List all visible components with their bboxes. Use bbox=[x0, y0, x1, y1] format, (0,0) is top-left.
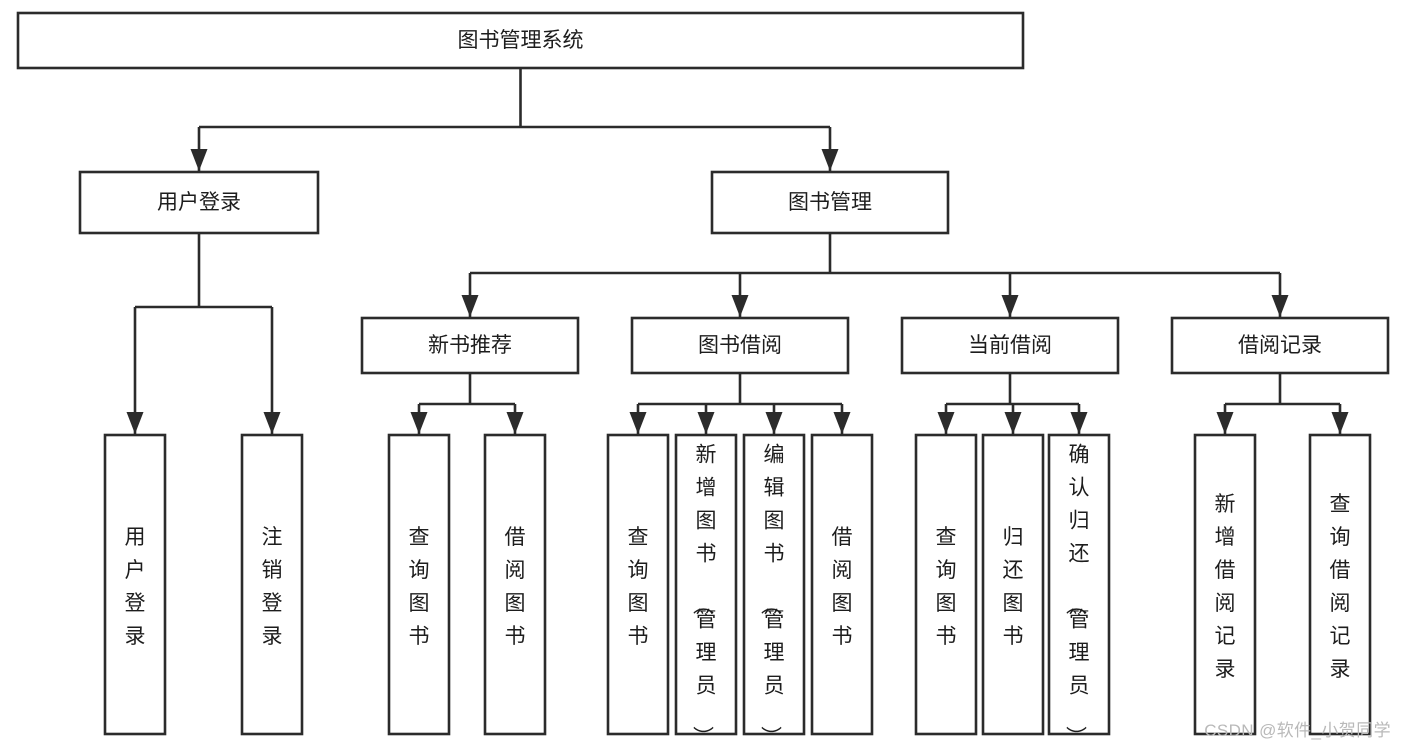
node-box-leaf-query-book-3 bbox=[914, 433, 978, 736]
node-box-leaf-query-record bbox=[1308, 433, 1372, 736]
node-label-leaf-logout: 注销登录 bbox=[262, 526, 283, 648]
node-box-book-manage bbox=[710, 170, 950, 235]
node-leaf-return-book[interactable]: 归还图书 bbox=[981, 433, 1045, 736]
node-box-leaf-query-book-2 bbox=[606, 433, 670, 736]
node-box-book-borrow bbox=[630, 316, 850, 375]
node-box-leaf-return-book bbox=[981, 433, 1045, 736]
node-leaf-borrow-book-2[interactable]: 借阅图书 bbox=[810, 433, 874, 736]
node-current-borrow[interactable]: 当前借阅 bbox=[900, 316, 1120, 375]
node-leaf-logout[interactable]: 注销登录 bbox=[240, 433, 304, 736]
node-leaf-user-login[interactable]: 用户登录 bbox=[103, 433, 167, 736]
node-leaf-query-book-1[interactable]: 查询图书 bbox=[387, 433, 451, 736]
node-box-leaf-borrow-book-2 bbox=[810, 433, 874, 736]
node-leaf-query-book-2[interactable]: 查询图书 bbox=[606, 433, 670, 736]
connector-layer bbox=[126, 68, 1349, 434]
node-box-leaf-query-book-1 bbox=[387, 433, 451, 736]
node-root[interactable]: 图书管理系统 bbox=[16, 11, 1025, 70]
node-label-leaf-query-book-1: 查询图书 bbox=[409, 526, 430, 648]
node-user-login[interactable]: 用户登录 bbox=[78, 170, 320, 235]
node-label-root: 图书管理系统 bbox=[458, 29, 584, 52]
node-leaf-query-book-3[interactable]: 查询图书 bbox=[914, 433, 978, 736]
node-box-current-borrow bbox=[900, 316, 1120, 375]
node-leaf-edit-book[interactable]: 编辑图书（管理员） bbox=[742, 433, 806, 747]
node-box-borrow-record bbox=[1170, 316, 1390, 375]
node-box-user-login bbox=[78, 170, 320, 235]
node-new-book-recommend[interactable]: 新书推荐 bbox=[360, 316, 580, 375]
node-box-leaf-logout bbox=[240, 433, 304, 736]
node-label-user-login: 用户登录 bbox=[157, 191, 241, 214]
node-label-leaf-query-record: 查询借阅记录 bbox=[1330, 493, 1351, 681]
node-label-leaf-user-login: 用户登录 bbox=[125, 526, 146, 648]
node-box-leaf-add-book bbox=[674, 433, 738, 736]
node-label-current-borrow: 当前借阅 bbox=[968, 334, 1052, 357]
node-label-borrow-record: 借阅记录 bbox=[1238, 334, 1322, 357]
node-book-manage[interactable]: 图书管理 bbox=[710, 170, 950, 235]
node-box-leaf-borrow-book-1 bbox=[483, 433, 547, 736]
node-label-book-borrow: 图书借阅 bbox=[698, 334, 782, 357]
node-box-leaf-user-login bbox=[103, 433, 167, 736]
node-label-leaf-confirm-return: 确认归还（管理员） bbox=[1064, 444, 1090, 747]
node-box-leaf-edit-book bbox=[742, 433, 806, 736]
node-leaf-borrow-book-1[interactable]: 借阅图书 bbox=[483, 433, 547, 736]
node-label-leaf-return-book: 归还图书 bbox=[1003, 526, 1024, 648]
node-leaf-confirm-return[interactable]: 确认归还（管理员） bbox=[1047, 433, 1111, 747]
node-label-leaf-add-record: 新增借阅记录 bbox=[1215, 493, 1236, 681]
node-box-leaf-confirm-return bbox=[1047, 433, 1111, 736]
node-borrow-record[interactable]: 借阅记录 bbox=[1170, 316, 1390, 375]
node-label-leaf-borrow-book-1: 借阅图书 bbox=[505, 526, 526, 648]
node-leaf-query-record[interactable]: 查询借阅记录 bbox=[1308, 433, 1372, 736]
node-label-leaf-edit-book: 编辑图书（管理员） bbox=[759, 444, 785, 747]
node-label-leaf-add-book: 新增图书（管理员） bbox=[691, 444, 717, 747]
node-label-new-book-recommend: 新书推荐 bbox=[428, 334, 512, 357]
node-label-leaf-borrow-book-2: 借阅图书 bbox=[832, 526, 853, 648]
node-label-leaf-query-book-3: 查询图书 bbox=[936, 526, 957, 648]
node-box-new-book-recommend bbox=[360, 316, 580, 375]
node-label-leaf-query-book-2: 查询图书 bbox=[628, 526, 649, 648]
node-book-borrow[interactable]: 图书借阅 bbox=[630, 316, 850, 375]
node-box-root bbox=[16, 11, 1025, 70]
node-label-book-manage: 图书管理 bbox=[788, 191, 872, 214]
node-leaf-add-book[interactable]: 新增图书（管理员） bbox=[674, 433, 738, 747]
node-box-leaf-add-record bbox=[1193, 433, 1257, 736]
node-leaf-add-record[interactable]: 新增借阅记录 bbox=[1193, 433, 1257, 736]
node-layer: 图书管理系统用户登录图书管理新书推荐图书借阅当前借阅借阅记录用户登录注销登录查询… bbox=[16, 11, 1390, 747]
